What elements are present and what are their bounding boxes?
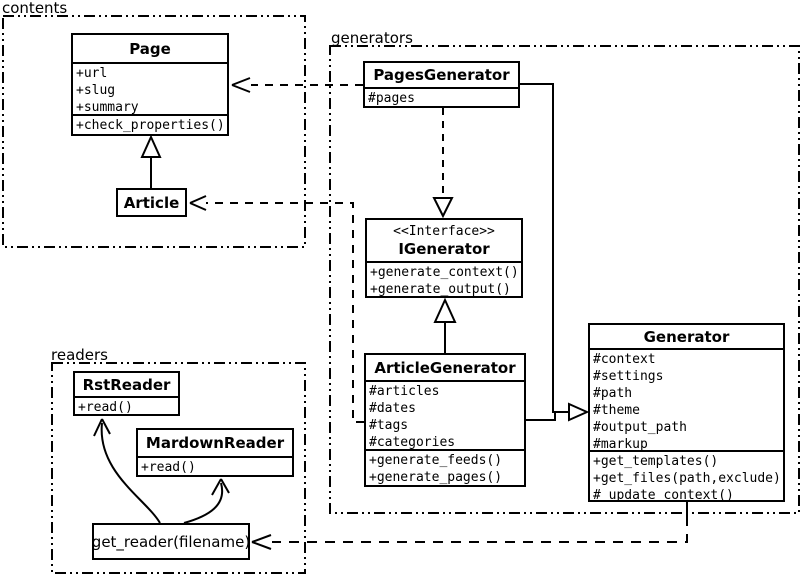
class-page-attributes: +url +slug +summary — [73, 62, 227, 114]
class-mardownreader-methods: +read() — [138, 456, 292, 475]
package-label-generators: generators — [331, 29, 413, 47]
class-mardownreader: MardownReader +read() — [136, 428, 294, 477]
attribute: +summary — [76, 100, 139, 114]
method: #_update_context() — [593, 488, 734, 500]
attribute: +slug — [76, 83, 116, 98]
class-articlegenerator: ArticleGenerator #articles #dates #tags … — [364, 353, 526, 487]
attribute: #output_path — [593, 420, 687, 435]
method: +get_templates() — [593, 454, 719, 469]
method: +generate_output() — [370, 282, 511, 296]
attribute: #settings — [593, 369, 664, 384]
attribute: #categories — [369, 435, 456, 449]
package-contents-border — [2, 15, 306, 248]
method: +read() — [141, 460, 196, 475]
edge-pagesgenerator-to-page — [231, 77, 363, 93]
class-articlegenerator-title: ArticleGenerator — [374, 358, 516, 377]
edge-articlegenerator-to-igenerator — [433, 297, 457, 353]
class-rstreader-methods: +read() — [75, 396, 178, 414]
edge-generators-to-generator — [520, 83, 590, 422]
class-rstreader-title: RstReader — [82, 375, 171, 394]
attribute: #tags — [369, 418, 409, 433]
class-articlegenerator-methods: +generate_feeds() +generate_pages() — [366, 449, 524, 485]
class-igenerator: <<Interface>> IGenerator +generate_conte… — [365, 218, 523, 298]
class-generator-methods: +get_templates() +get_files(path,exclude… — [590, 450, 783, 500]
package-generators-border — [329, 45, 800, 514]
class-generator-title: Generator — [643, 327, 730, 346]
class-article-title: Article — [123, 193, 180, 212]
class-mardownreader-title: MardownReader — [145, 434, 285, 452]
class-igenerator-title: <<Interface>> IGenerator — [367, 220, 521, 261]
class-igenerator-name: IGenerator — [398, 239, 490, 258]
attribute: #pages — [368, 91, 415, 106]
edge-articlegenerator-to-article — [189, 195, 364, 423]
attribute: #dates — [369, 401, 416, 416]
edge-getreader-to-rstreader — [93, 418, 161, 524]
class-article: Article — [116, 188, 187, 217]
method: +generate_feeds() — [369, 453, 503, 468]
function-get-reader: get_reader(filename) — [92, 523, 250, 560]
edge-generator-to-getreader — [251, 502, 688, 550]
class-rstreader: RstReader +read() — [73, 371, 180, 416]
class-page: Page +url +slug +summary +check_properti… — [71, 33, 229, 136]
class-igenerator-methods: +generate_context() +generate_output() — [367, 261, 521, 296]
edge-getreader-to-mardownreader — [183, 478, 230, 524]
attribute: +url — [76, 66, 108, 81]
package-readers-border — [51, 362, 306, 574]
attribute: #markup — [593, 437, 648, 450]
class-generator-attributes: #context #settings #path #theme #output_… — [590, 348, 783, 450]
method: +check_properties() — [76, 118, 225, 133]
edge-pagesgenerator-to-igenerator — [432, 108, 454, 219]
attribute: #theme — [593, 403, 640, 418]
edge-article-to-page — [140, 134, 162, 188]
class-pagesgenerator: PagesGenerator #pages — [363, 61, 520, 108]
interface-stereotype: <<Interface>> — [393, 223, 495, 239]
class-page-title: Page — [129, 39, 171, 58]
class-pagesgenerator-title: PagesGenerator — [373, 66, 510, 84]
method: +generate_context() — [370, 265, 519, 280]
method: +read() — [78, 400, 133, 414]
attribute: #articles — [369, 384, 440, 399]
class-generator: Generator #context #settings #path #them… — [588, 323, 785, 502]
class-pagesgenerator-attributes: #pages — [365, 87, 518, 106]
class-page-methods: +check_properties() — [73, 114, 227, 134]
function-get-reader-label: get_reader(filename) — [91, 532, 251, 551]
package-label-contents: contents — [2, 0, 68, 17]
attribute: #context — [593, 352, 656, 367]
method: +get_files(path,exclude) — [593, 471, 781, 486]
class-articlegenerator-attributes: #articles #dates #tags #categories — [366, 380, 524, 449]
method: +generate_pages() — [369, 470, 503, 485]
package-label-readers: readers — [51, 346, 108, 364]
attribute: #path — [593, 386, 633, 401]
